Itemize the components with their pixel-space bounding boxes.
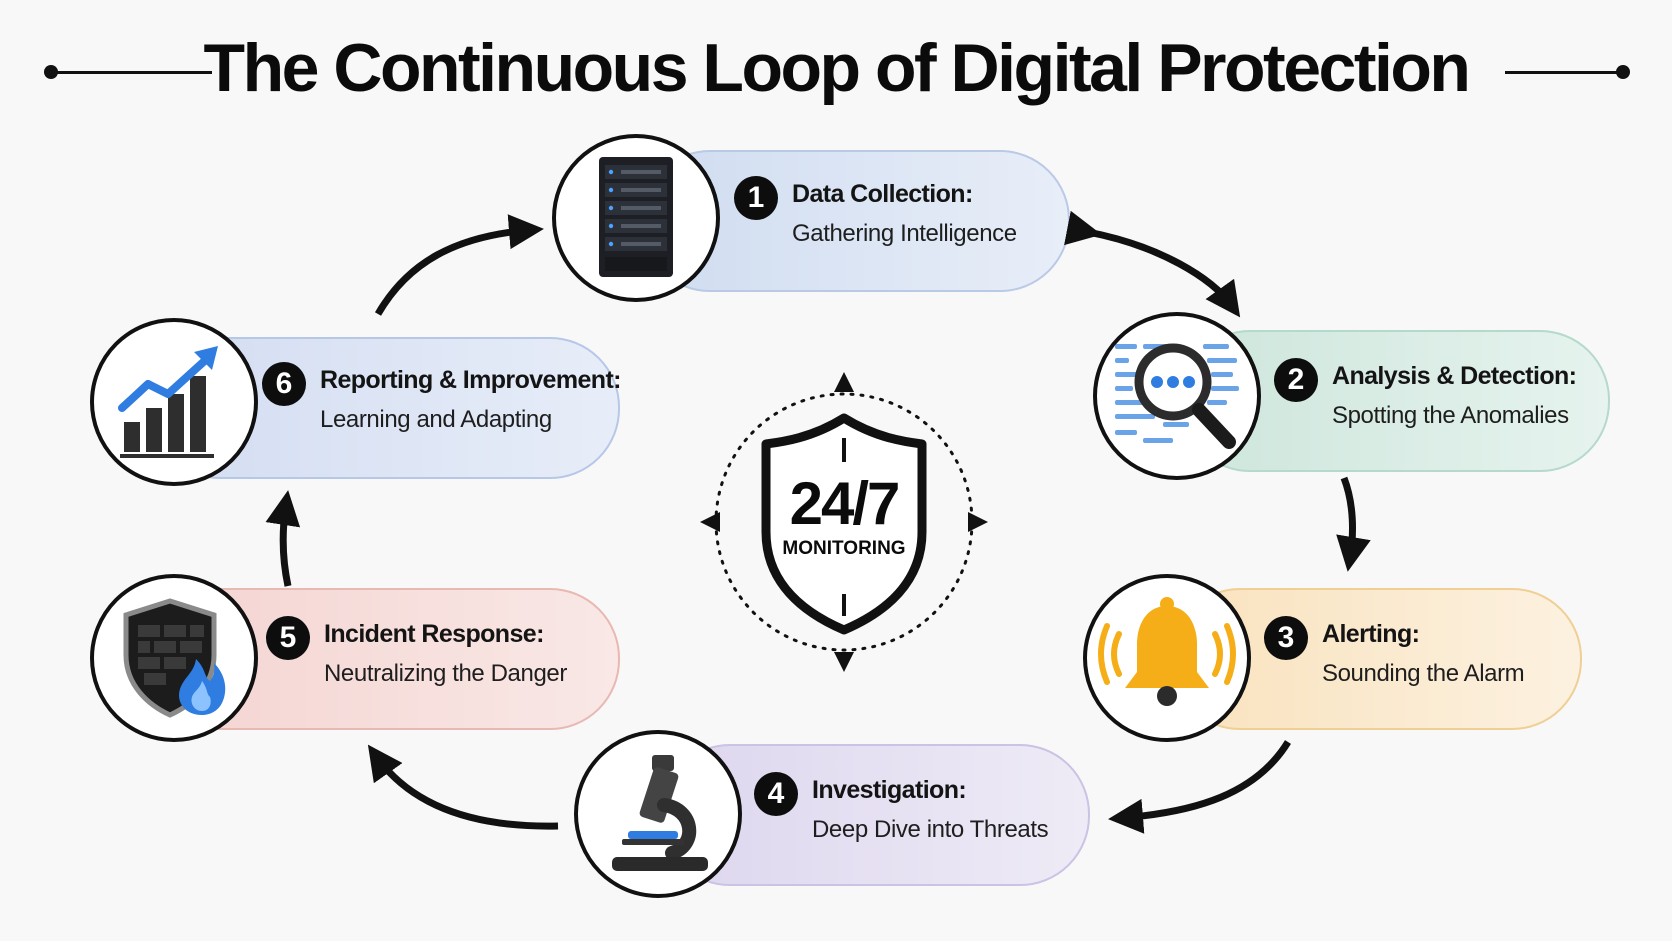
arrow-3-to-4 (1108, 740, 1291, 834)
title-rule-right (1505, 71, 1625, 74)
firewall-shield-fire-icon (123, 598, 226, 718)
step-3-subtitle: Sounding the Alarm (1322, 660, 1525, 687)
title-row: The Continuous Loop of Digital Protectio… (0, 28, 1672, 108)
step-4-number-badge: 4 (754, 772, 798, 816)
step-3-icon-circle (1083, 574, 1251, 742)
arrow-2-to-3 (1336, 476, 1371, 572)
step-1-subtitle: Gathering Intelligence (792, 220, 1017, 247)
arrow-5-to-6 (265, 490, 301, 587)
step-6-icon-circle (90, 318, 258, 486)
alarm-bell-icon (1098, 597, 1236, 706)
magnifier-data-icon (1115, 343, 1239, 449)
step-2-number-badge: 2 (1274, 358, 1318, 402)
step-5-subtitle: Neutralizing the Danger (324, 660, 567, 687)
step-6-subtitle: Learning and Adapting (320, 406, 552, 433)
step-6-number-badge: 6 (262, 362, 306, 406)
step-1-heading: Data Collection: (792, 180, 973, 208)
microscope-icon (612, 755, 708, 871)
step-1-number-badge: 1 (734, 176, 778, 220)
step-6-heading: Reporting & Improvement: (320, 366, 622, 394)
title-rule-left (50, 71, 212, 74)
step-2-heading: Analysis & Detection: (1332, 362, 1577, 390)
step-2-icon-circle (1093, 312, 1261, 480)
server-rack-icon (599, 157, 673, 277)
step-5-number-badge: 5 (266, 616, 310, 660)
arrow-6-to-1 (374, 214, 544, 316)
page-title: The Continuous Loop of Digital Protectio… (203, 30, 1471, 106)
step-4-icon-circle (574, 730, 742, 898)
arrow-4-to-5 (367, 744, 559, 830)
step-4-subtitle: Deep Dive into Threats (812, 816, 1049, 843)
monitoring-hub: 24/7 MONITORING (700, 372, 988, 672)
step-5-icon-circle (90, 574, 258, 742)
monitor-shield-icon (700, 372, 988, 672)
step-4-heading: Investigation: (812, 776, 967, 804)
title-dot-right (1616, 65, 1630, 79)
step-3-number-badge: 3 (1264, 616, 1308, 660)
monitoring-label: MONITORING (782, 538, 906, 559)
arrow-1-to-2 (1064, 210, 1241, 318)
growth-chart-icon (118, 346, 218, 458)
step-5-heading: Incident Response: (324, 620, 544, 648)
monitoring-headline: 24/7 (789, 470, 901, 537)
step-2-subtitle: Spotting the Anomalies (1332, 402, 1569, 429)
step-1-icon-circle (552, 134, 720, 302)
step-3-heading: Alerting: (1322, 620, 1420, 648)
